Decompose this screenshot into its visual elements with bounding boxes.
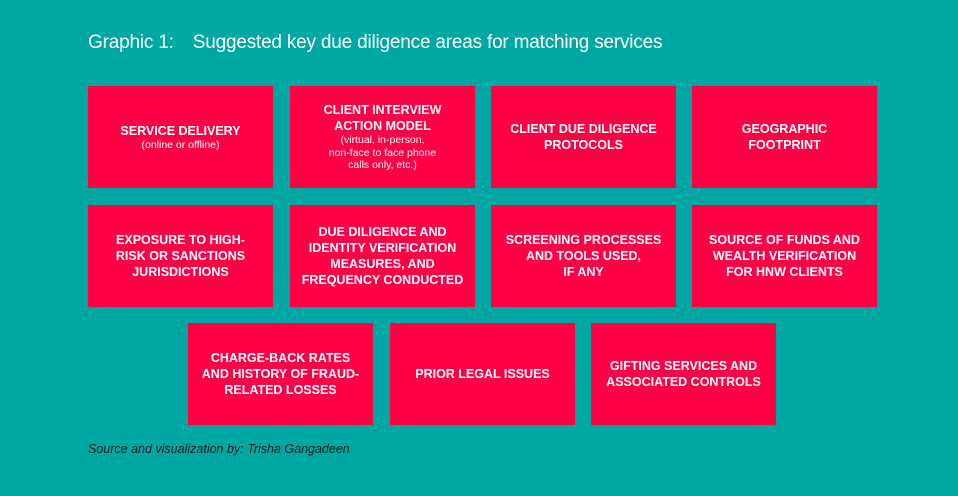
area-box: SOURCE OF FUNDS AND WEALTH VERIFICATION FO… — [692, 205, 877, 307]
area-box-label: RISK OR SANCTIONS — [115, 249, 246, 263]
area-box-label: FOR HNW CLIENTS — [726, 265, 843, 279]
graphic-number: Graphic 1: — [88, 32, 174, 53]
area-box-label: CLIENT INTERVIEW — [323, 103, 442, 118]
area-box: PRIOR LEGAL ISSUES — [390, 323, 575, 425]
area-box-note: (virtual, in-person, — [340, 134, 425, 147]
area-box: CLIENT DUE DILIGENCE PROTOCOLS — [491, 86, 676, 188]
area-box-label: FREQUENCY CONDUCTED — [301, 273, 464, 287]
area-box-label: GIFTING SERVICES AND — [609, 359, 758, 373]
area-box-label: CHARGE-BACK RATES — [210, 351, 351, 365]
area-box-note: non-face to face phone — [328, 146, 437, 159]
area-box-label: EXPOSURE TO HIGH- — [116, 233, 245, 247]
area-box-label: AND TOOLS USED, — [525, 249, 642, 263]
area-box: EXPOSURE TO HIGH- RISK OR SANCTIONS JURISD… — [88, 205, 273, 307]
area-box-label: ACTION MODEL — [334, 119, 431, 134]
area-box: CHARGE-BACK RATES AND HISTORY OF FRAUD- RE… — [188, 323, 373, 425]
area-box-label: FOOTPRINT — [748, 138, 821, 152]
area-box-label: SOURCE OF FUNDS AND — [709, 233, 860, 247]
area-box-label: CLIENT DUE DILIGENCE — [510, 122, 657, 136]
area-box-label: IF ANY — [563, 265, 604, 279]
graphic-title-text: Suggested key due diligence areas for ma… — [192, 32, 663, 53]
area-box: SERVICE DELIVERY(online or offline) — [88, 86, 273, 188]
area-box-label: SERVICE DELIVERY — [120, 123, 241, 138]
area-box-label: ASSOCIATED CONTROLS — [606, 375, 761, 389]
area-box-label: MEASURES, AND — [330, 257, 435, 271]
area-box-label: AND HISTORY OF FRAUD- — [201, 367, 360, 381]
area-box-note: calls only, etc.) — [348, 159, 417, 172]
area-box-note: (online or offline) — [141, 138, 220, 151]
area-box: SCREENING PROCESSES AND TOOLS USED, IF ANY — [491, 205, 676, 307]
area-box: DUE DILIGENCE AND IDENTITY VERIFICATION ME… — [290, 205, 475, 307]
area-box-label: WEALTH VERIFICATION — [712, 249, 857, 263]
source-credit: Source and visualization by: Trisha Gang… — [88, 442, 350, 456]
area-box-label: SCREENING PROCESSES — [505, 233, 662, 247]
area-box-label: IDENTITY VERIFICATION — [308, 241, 457, 255]
area-box-label: JURISDICTIONS — [132, 265, 229, 279]
area-box-label: PRIOR LEGAL ISSUES — [415, 367, 550, 381]
area-box-label: DUE DILIGENCE AND — [318, 225, 447, 239]
area-box-label: RELATED LOSSES — [224, 383, 337, 397]
area-box: GIFTING SERVICES AND ASSOCIATED CONTROLS — [591, 323, 776, 425]
area-box-label: GEOGRAPHIC — [741, 122, 828, 136]
area-box: GEOGRAPHIC FOOTPRINT — [692, 86, 877, 188]
graphic-title: Graphic 1: Suggested key due diligence a… — [88, 32, 663, 54]
area-box-label: PROTOCOLS — [544, 138, 623, 152]
